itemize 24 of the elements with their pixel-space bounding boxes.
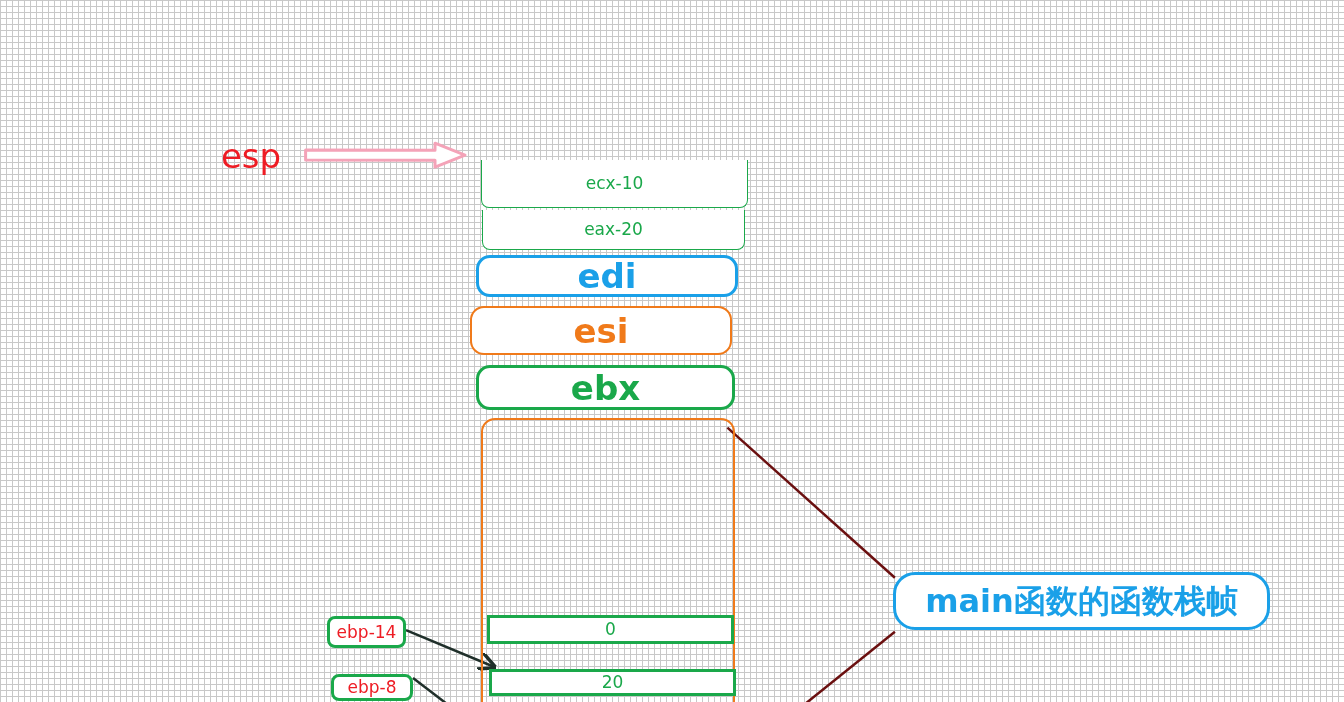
node-label: main函数的函数栈帧 [925,585,1238,617]
node-label: ebx [570,370,641,405]
stack-slot [481,160,748,208]
node-label: esi [573,313,629,348]
node-label: 20 [601,674,624,691]
stack-frame-box [481,418,735,702]
register-slot [476,255,738,297]
offset-tag [331,674,413,701]
stack-slot [482,210,745,250]
node-label: eax-20 [584,221,643,238]
node-label: ecx-10 [585,175,644,192]
hollow-arrow [304,141,467,169]
node-label: esp [220,139,282,173]
node-label: 0 [605,621,616,638]
node-label: edi [577,259,637,293]
connector-line [726,426,896,579]
callout-bubble [893,572,1270,630]
node-label: ebp-8 [347,679,397,696]
register-slot [476,365,735,410]
stack-cell [487,615,734,644]
stack-cell [489,669,736,696]
node-label: ebp-14 [336,623,397,641]
offset-tag [327,616,406,648]
register-slot [470,306,732,355]
